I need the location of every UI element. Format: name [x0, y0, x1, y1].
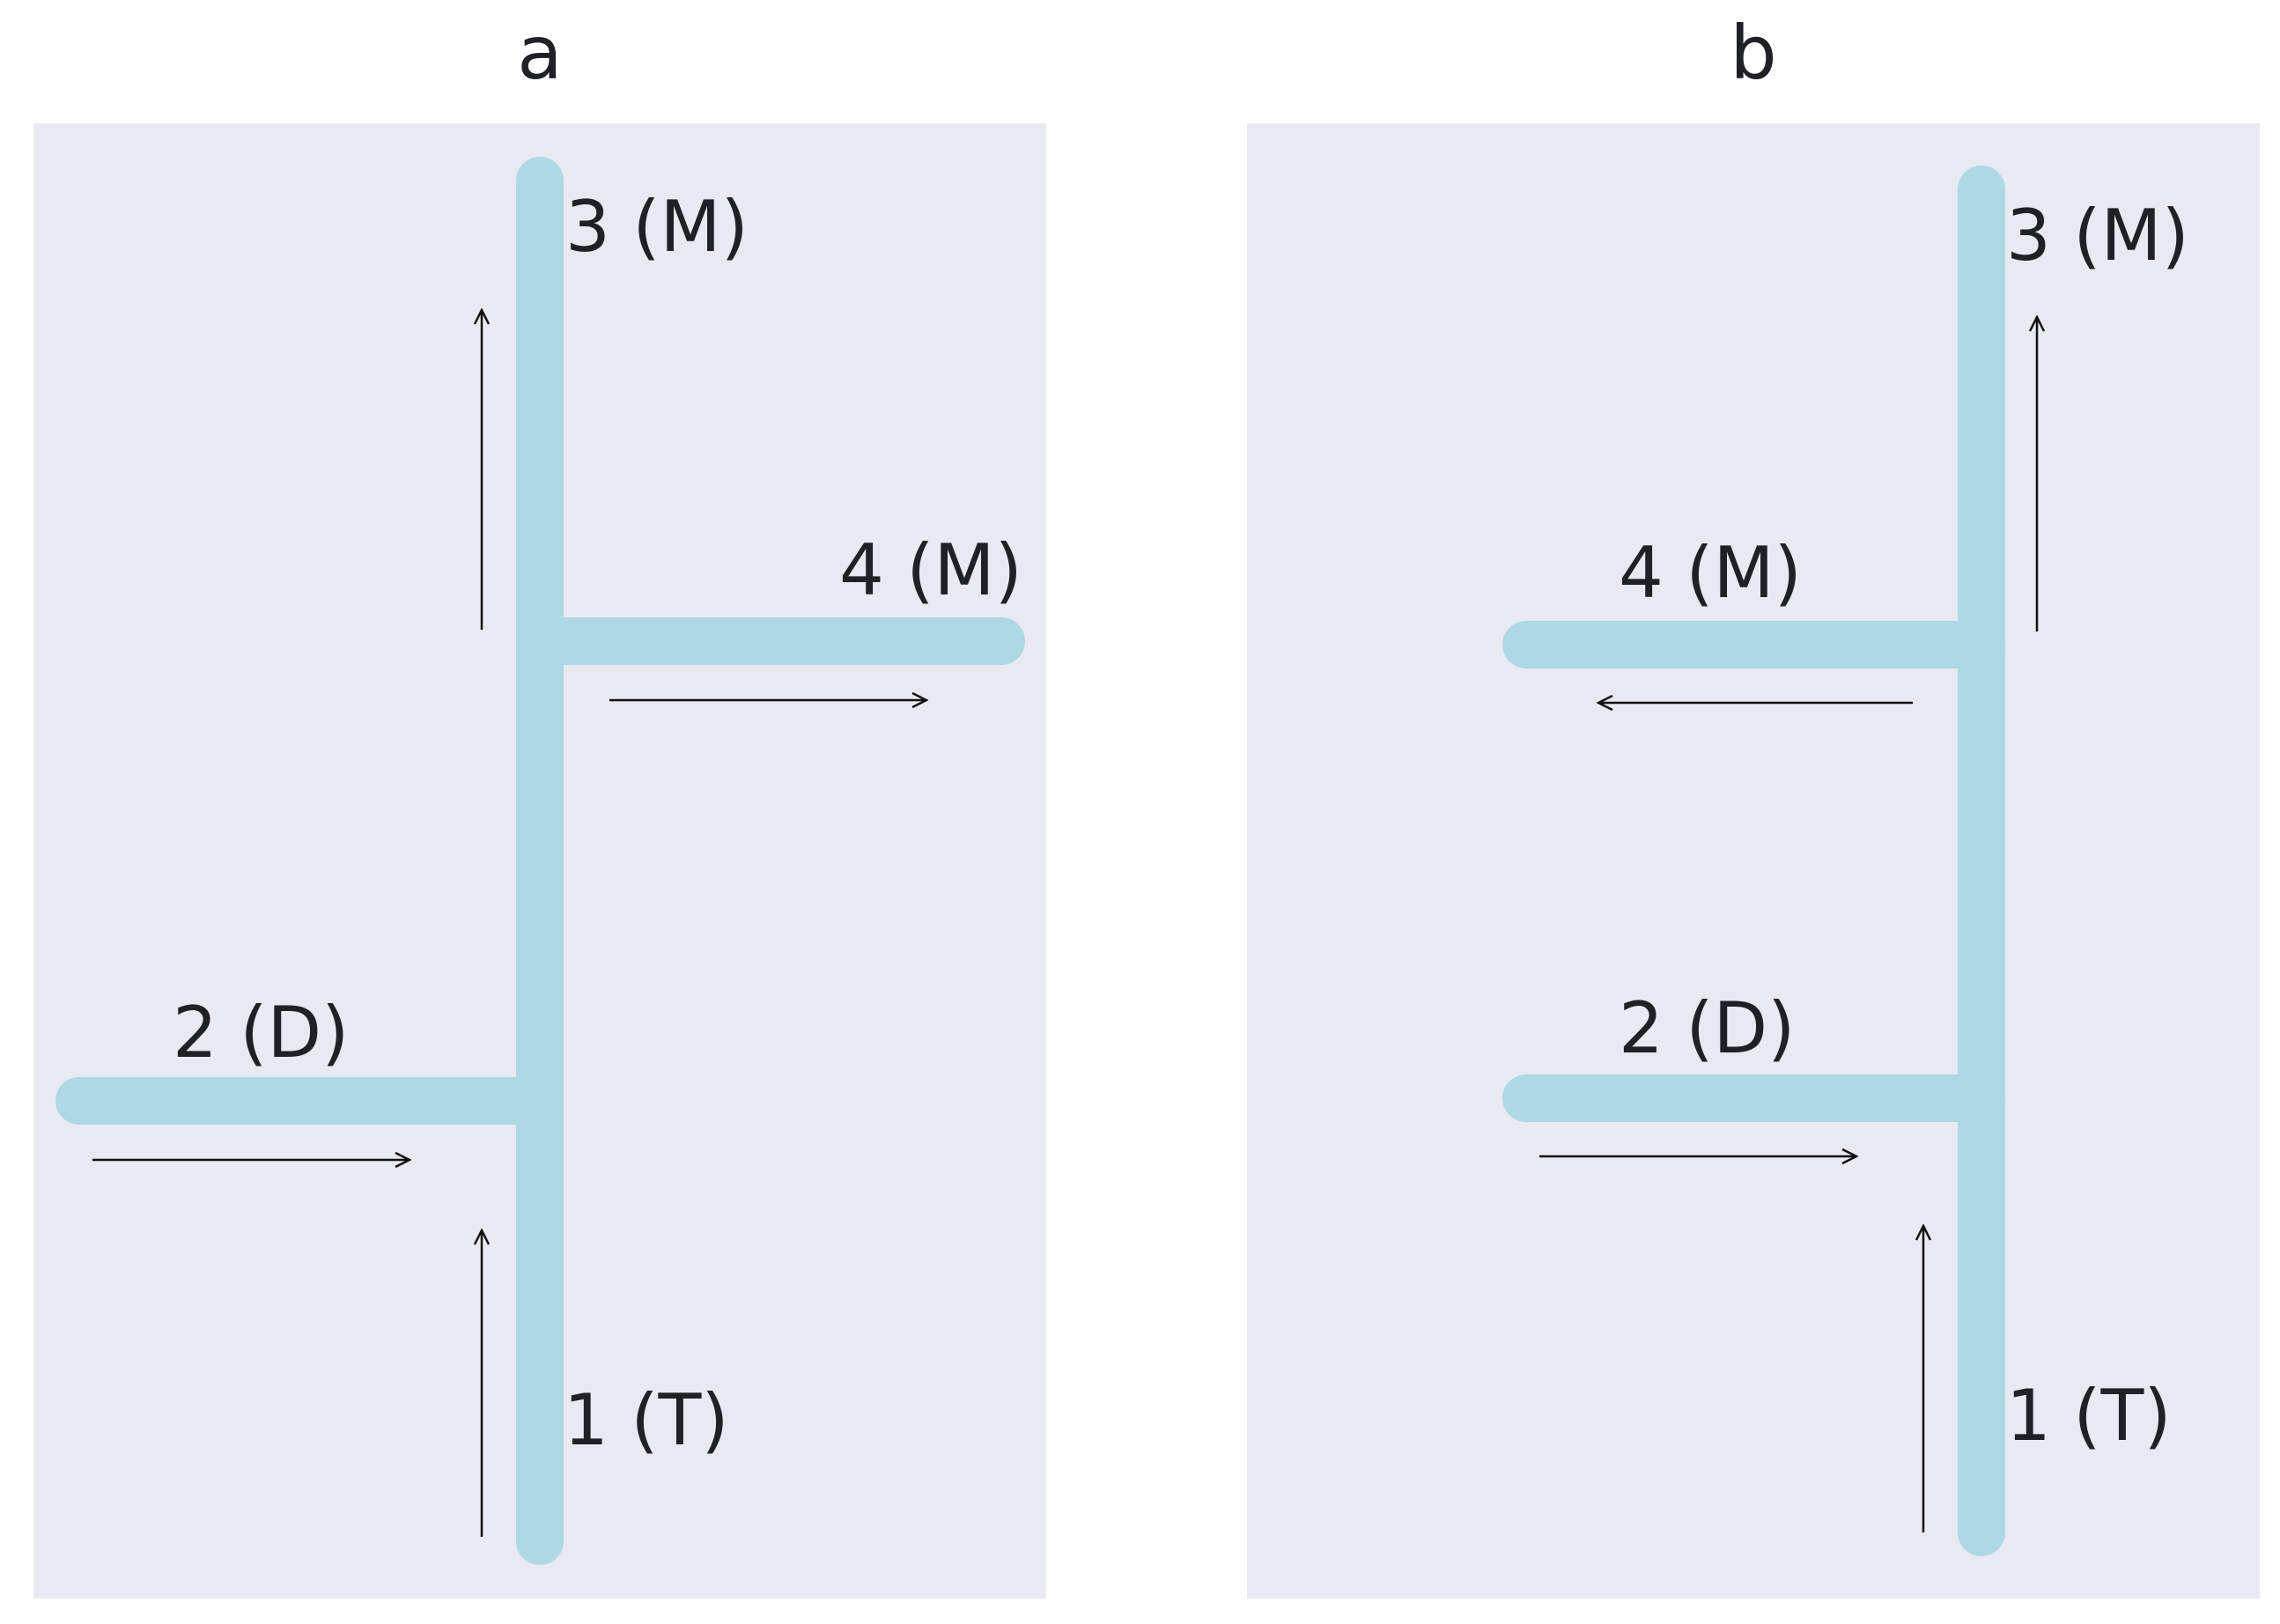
panel-b-label-node4: 4 (M): [1619, 532, 1802, 614]
panel-b-label-node1: 1 (T): [2006, 1375, 2172, 1457]
panel-a-label-node1: 1 (T): [564, 1379, 729, 1461]
panel-b-label-node3: 3 (M): [2006, 195, 2189, 277]
panel-b-label-node2: 2 (D): [1619, 987, 1795, 1069]
panel-a-diagram: 3 (M) 4 (M) 2 (D) 1 (T): [55, 157, 1025, 1565]
panel-b-title: b: [1730, 10, 1777, 96]
panel-a-label-node4: 4 (M): [839, 529, 1022, 611]
panel-a-title: a: [517, 10, 563, 96]
panel-b-diagram: 3 (M) 4 (M) 2 (D) 1 (T): [1502, 166, 2189, 1556]
panel-a-label-node2: 2 (D): [173, 992, 349, 1074]
panel-a-label-node3: 3 (M): [565, 186, 749, 268]
panel-b-background: [1247, 123, 2260, 1598]
